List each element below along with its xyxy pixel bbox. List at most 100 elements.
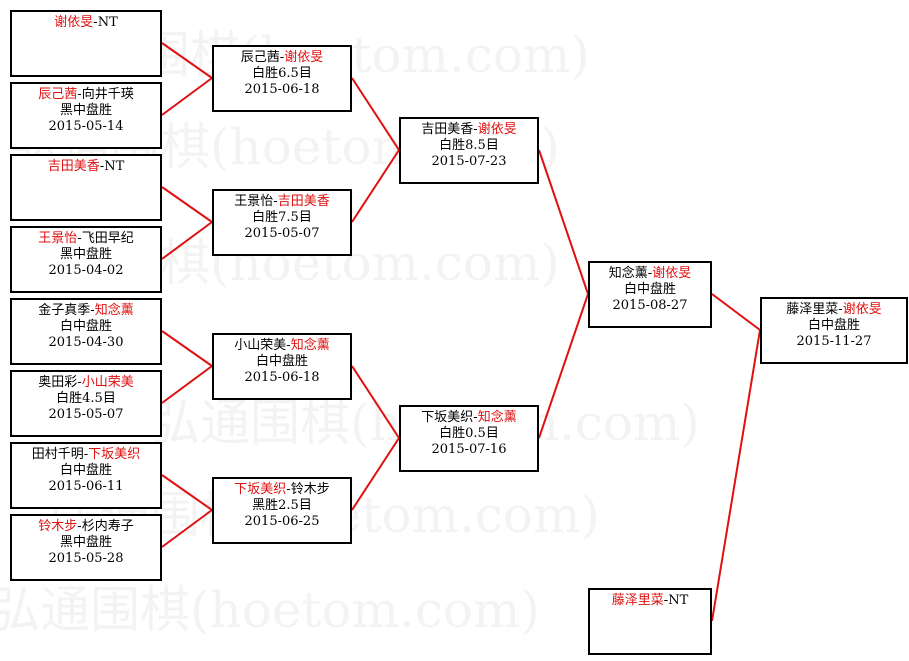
player-separator: - [77, 519, 82, 534]
connector-line [161, 221, 213, 260]
winner-name: 谢依旻 [652, 266, 692, 281]
match-players: 辰己茜-向井千瑛 [12, 87, 160, 103]
player-name: 知念薰 [608, 266, 648, 281]
winner-name: 谢依旻 [284, 50, 324, 65]
match-players: 王景怡-飞田早纪 [12, 231, 160, 247]
match-players: 铃木步-杉内寿子 [12, 519, 160, 535]
connector-line [161, 365, 213, 404]
connector-line [161, 509, 213, 548]
player-name: 王景怡 [234, 194, 274, 209]
player-separator: - [77, 231, 82, 246]
match-date: 2015-06-25 [244, 514, 320, 529]
match-box: 藤泽里菜-NT [588, 588, 712, 655]
match-result: 白中盘胜 [59, 463, 112, 478]
match-players: 王景怡-吉田美香 [214, 194, 350, 210]
winner-name: 知念薰 [477, 410, 517, 425]
match-date: 2015-05-07 [48, 407, 124, 422]
match-players: 小山荣美-知念薰 [214, 338, 350, 354]
player-name: 杉内寿子 [81, 519, 134, 534]
match-players: 吉田美香-谢依旻 [401, 122, 537, 138]
match-result: 白胜4.5目 [56, 391, 116, 406]
player-name: 辰己茜 [240, 50, 280, 65]
connector-line [161, 474, 213, 511]
player-separator: - [273, 194, 278, 209]
match-date: 2015-06-11 [48, 479, 124, 494]
match-box: 吉田美香-NT [10, 154, 162, 221]
connector-line [538, 149, 589, 295]
match-players: 藤泽里菜-谢依旻 [762, 302, 906, 318]
player-name: 小山荣美 [234, 338, 287, 353]
connector-line [161, 77, 213, 116]
match-date: 2015-05-14 [48, 119, 124, 134]
match-date: 2015-06-18 [244, 82, 320, 97]
match-date: 2015-11-27 [796, 334, 872, 349]
player-name: 飞田早纪 [81, 231, 134, 246]
winner-name: 吉田美香 [277, 194, 330, 209]
match-date: 2015-05-07 [244, 226, 320, 241]
player-separator: - [83, 447, 89, 462]
match-players: 谢依旻-NT [12, 15, 160, 31]
player-name: NT [668, 593, 689, 608]
player-name: 田村千明 [31, 447, 84, 462]
match-date: 2015-04-02 [48, 263, 124, 278]
winner-name: 小山荣美 [81, 375, 134, 390]
match-result: 黑中盘胜 [59, 535, 112, 550]
match-players: 下坂美织-知念薰 [401, 410, 537, 426]
connector-line [711, 329, 761, 622]
match-date: 2015-08-27 [612, 298, 688, 313]
player-separator: - [647, 266, 653, 281]
player-separator: - [663, 593, 669, 608]
match-result: 黑中盘胜 [59, 247, 112, 262]
winner-name: 谢依旻 [477, 122, 517, 137]
connector-line [711, 293, 761, 331]
player-name: 奥田彩 [38, 375, 78, 390]
player-separator: - [838, 302, 843, 317]
connector-line [351, 77, 400, 151]
match-result: 白胜8.5目 [439, 138, 499, 153]
player-separator: - [93, 15, 98, 30]
match-players: 知念薰-谢依旻 [590, 266, 710, 282]
winner-name: 王景怡 [38, 231, 78, 246]
player-separator: - [77, 375, 82, 390]
player-name: NT [104, 159, 125, 174]
match-date: 2015-06-18 [244, 370, 320, 385]
winner-name: 下坂美织 [88, 447, 141, 462]
match-players: 奥田彩-小山荣美 [12, 375, 160, 391]
match-players: 金子真季-知念薰 [12, 303, 160, 319]
match-date: 2015-07-23 [431, 154, 507, 169]
player-name: 藤泽里菜 [786, 302, 839, 317]
player-name: NT [97, 15, 118, 30]
match-date: 2015-05-28 [48, 551, 124, 566]
player-name: 金子真季 [38, 303, 91, 318]
match-date: 2015-04-30 [48, 335, 124, 350]
connector-line [161, 330, 213, 367]
connector-line [161, 42, 213, 79]
player-name: 铃木步 [290, 482, 330, 497]
match-result: 白胜6.5目 [252, 66, 312, 81]
player-name: 向井千瑛 [81, 87, 134, 102]
match-result: 白胜7.5目 [252, 210, 312, 225]
match-date: 2015-07-16 [431, 442, 507, 457]
match-result: 黑中盘胜 [59, 103, 112, 118]
winner-name: 辰己茜 [38, 87, 78, 102]
player-name: 吉田美香 [421, 122, 474, 137]
match-players: 田村千明-下坂美织 [12, 447, 160, 463]
match-players: 下坂美织-铃木步 [214, 482, 350, 498]
winner-name: 铃木步 [38, 519, 78, 534]
match-result: 白中盘胜 [623, 282, 676, 297]
player-separator: - [473, 122, 478, 137]
player-separator: - [286, 482, 291, 497]
match-result: 黑胜2.5目 [252, 498, 312, 513]
